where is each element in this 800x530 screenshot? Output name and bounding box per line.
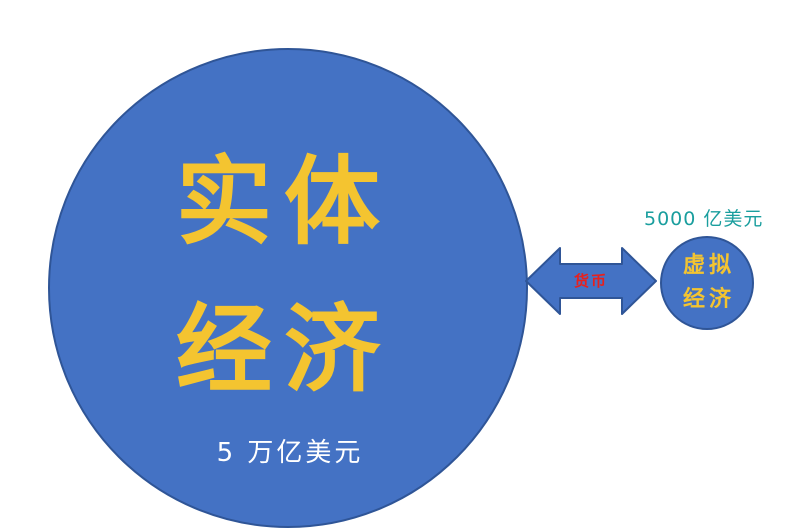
virtual-economy-title-line2: 经济 <box>682 286 735 312</box>
virtual-economy-amount: 5000 亿美元 <box>644 208 764 230</box>
real-economy-amount: 5 万亿美元 <box>216 438 364 468</box>
virtual-economy-circle: 虚拟 经济 <box>660 236 754 330</box>
real-economy-title-line2: 经济 <box>176 293 392 406</box>
real-economy-circle: 实体 经济 5 万亿美元 <box>48 48 528 528</box>
virtual-economy-title-line1: 虚拟 <box>682 252 735 278</box>
real-economy-title-line1: 实体 <box>176 145 392 258</box>
double-arrow-icon <box>525 247 657 315</box>
currency-label: 货币 <box>573 272 608 290</box>
